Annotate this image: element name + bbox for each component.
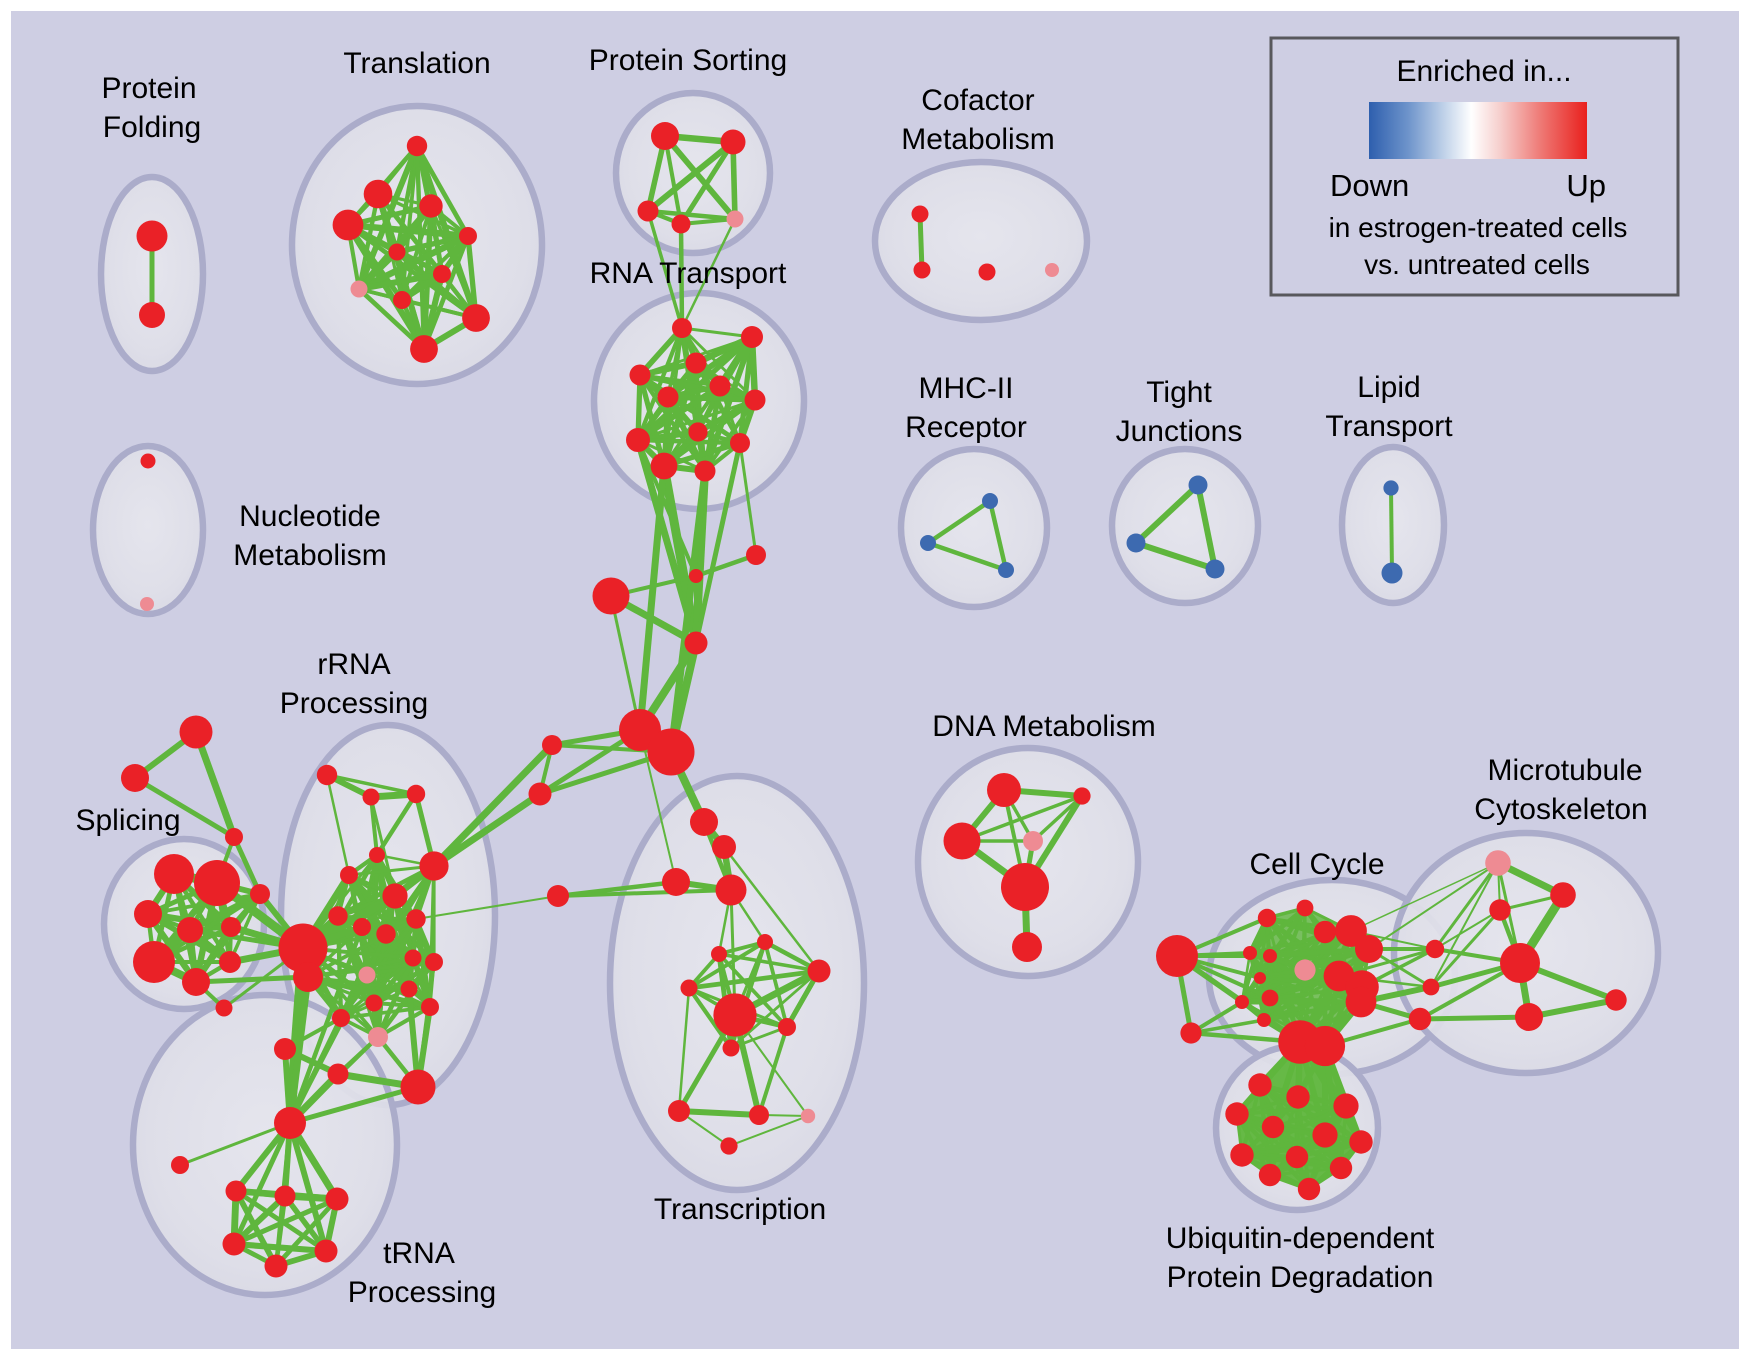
svg-text:Protein: Protein bbox=[101, 72, 196, 105]
svg-text:Splicing: Splicing bbox=[75, 804, 180, 837]
svg-text:Junctions: Junctions bbox=[1116, 415, 1243, 448]
svg-text:Cofactor: Cofactor bbox=[921, 84, 1034, 117]
svg-text:Receptor: Receptor bbox=[905, 411, 1027, 444]
svg-text:DNA Metabolism: DNA Metabolism bbox=[932, 710, 1155, 743]
svg-text:vs. untreated cells: vs. untreated cells bbox=[1364, 249, 1590, 280]
svg-text:Tight: Tight bbox=[1146, 376, 1212, 409]
svg-text:Transport: Transport bbox=[1325, 410, 1453, 443]
svg-text:RNA Transport: RNA Transport bbox=[590, 257, 787, 290]
svg-text:MHC-II: MHC-II bbox=[919, 372, 1014, 405]
svg-text:Ubiquitin-dependent: Ubiquitin-dependent bbox=[1166, 1222, 1435, 1255]
svg-text:Folding: Folding bbox=[103, 111, 201, 144]
svg-text:Metabolism: Metabolism bbox=[233, 539, 386, 572]
svg-text:Protein Sorting: Protein Sorting bbox=[589, 44, 787, 77]
svg-text:Protein Degradation: Protein Degradation bbox=[1167, 1261, 1434, 1294]
svg-text:Lipid: Lipid bbox=[1357, 371, 1420, 404]
svg-text:Cell Cycle: Cell Cycle bbox=[1249, 848, 1384, 881]
svg-text:Cytoskeleton: Cytoskeleton bbox=[1474, 793, 1647, 826]
svg-text:Processing: Processing bbox=[280, 687, 428, 720]
svg-text:rRNA: rRNA bbox=[317, 648, 390, 681]
svg-text:Processing: Processing bbox=[348, 1276, 496, 1309]
svg-text:tRNA: tRNA bbox=[383, 1237, 455, 1270]
svg-text:Enriched in...: Enriched in... bbox=[1396, 55, 1571, 88]
svg-text:Nucleotide: Nucleotide bbox=[239, 500, 381, 533]
svg-text:Metabolism: Metabolism bbox=[901, 123, 1054, 156]
svg-text:Microtubule: Microtubule bbox=[1487, 754, 1642, 787]
svg-text:in estrogen-treated cells: in estrogen-treated cells bbox=[1329, 212, 1628, 243]
svg-text:Transcription: Transcription bbox=[654, 1193, 826, 1226]
svg-text:Up: Up bbox=[1566, 168, 1606, 203]
svg-text:Translation: Translation bbox=[343, 47, 490, 80]
svg-text:Down: Down bbox=[1330, 168, 1409, 203]
